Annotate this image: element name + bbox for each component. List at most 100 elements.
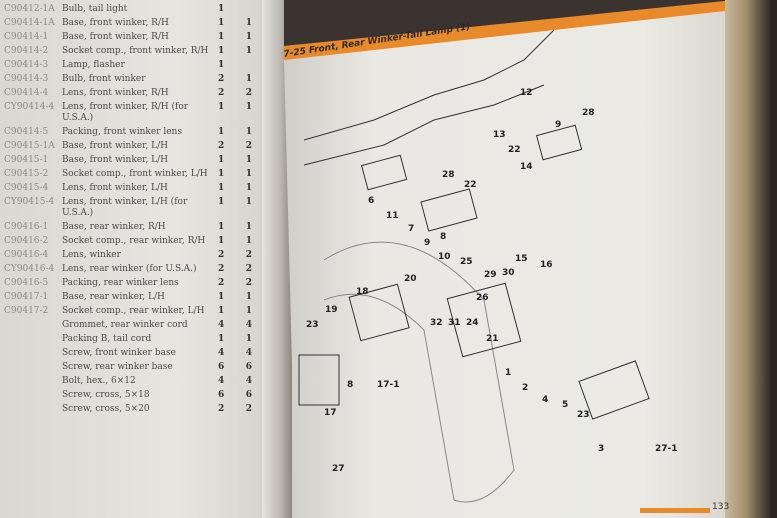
quantity-1: 1 xyxy=(218,169,225,179)
part-description: Lens, front winker, R/H (for U.S.A.) xyxy=(62,102,189,123)
quantity-2: 2 xyxy=(245,404,252,414)
quantity-2: 1 xyxy=(245,18,252,28)
quantity-2: 1 xyxy=(245,236,252,246)
part-number: C90414-1 xyxy=(4,32,49,42)
part-number: C90414-3 xyxy=(4,60,49,70)
callout-number: 9 xyxy=(424,238,431,248)
part-row: C90414-5 Packing, front winker lens 1 1 xyxy=(4,127,258,138)
callout-number: 2 xyxy=(522,383,529,393)
callout-number: 11 xyxy=(386,211,399,221)
quantity-1: 2 xyxy=(218,88,225,98)
quantity-1: 6 xyxy=(218,362,225,372)
part-number: C90416-4 xyxy=(4,250,49,260)
page-edges xyxy=(725,0,777,518)
part-description: Base, front winker, R/H xyxy=(62,32,169,42)
quantity-2: 1 xyxy=(245,32,252,42)
quantity-2: 2 xyxy=(245,141,252,151)
callout-number: 6 xyxy=(368,196,375,206)
license-bracket xyxy=(446,282,522,358)
front-winker-left xyxy=(360,154,408,191)
quantity-1: 1 xyxy=(218,292,225,302)
callout-number: 28 xyxy=(582,108,595,118)
quantity-1: 1 xyxy=(218,127,225,137)
callout-number: 22 xyxy=(508,145,521,155)
part-quantity: 1 xyxy=(218,4,258,15)
exploded-diagram xyxy=(298,29,650,503)
quantity-1: 2 xyxy=(218,141,225,151)
part-description: Base, rear winker, L/H xyxy=(62,292,165,302)
quantity-1: 1 xyxy=(218,102,225,112)
quantity-1: 2 xyxy=(218,74,225,84)
part-number: C90415-1A xyxy=(4,141,55,151)
callout-number: 5 xyxy=(562,400,569,410)
rear-winker-left xyxy=(348,283,410,342)
quantity-1: 2 xyxy=(218,278,225,288)
callout-number: 16 xyxy=(540,260,553,270)
handlebar-outline xyxy=(303,29,555,166)
part-number: C90414-4 xyxy=(4,88,49,98)
callout-number: 10 xyxy=(438,252,451,262)
part-number: C90414-2 xyxy=(4,46,49,56)
part-number: C90416-2 xyxy=(4,236,49,246)
part-number: C90415-1 xyxy=(4,155,49,165)
quantity-1: 6 xyxy=(218,390,225,400)
quantity-2: 1 xyxy=(245,197,252,207)
callout-number: 15 xyxy=(515,254,528,264)
part-number: C90412-1A xyxy=(4,4,55,14)
callout-number: 19 xyxy=(325,305,338,315)
quantity-1: 1 xyxy=(218,236,225,246)
quantity-2: 1 xyxy=(245,74,252,84)
quantity-1: 1 xyxy=(218,4,225,14)
part-description: Bolt, hex., 6×12 xyxy=(62,376,136,386)
quantity-1: 1 xyxy=(218,306,225,316)
tail-lamp xyxy=(578,360,650,420)
quantity-2: 1 xyxy=(245,46,252,56)
right-page xyxy=(284,0,734,518)
part-description: Screw, cross, 5×20 xyxy=(62,404,150,414)
quantity-2: 1 xyxy=(245,306,252,316)
quantity-2: 4 xyxy=(245,320,252,330)
part-number: C90414-5 xyxy=(4,127,49,137)
callout-number: 30 xyxy=(502,268,515,278)
quantity-2: 1 xyxy=(245,127,252,137)
quantity-1: 2 xyxy=(218,264,225,274)
part-description: Socket comp., front winker, R/H xyxy=(62,46,209,56)
callout-number: 32 xyxy=(430,318,443,328)
quantity-1: 1 xyxy=(218,46,225,56)
callout-number: 17 xyxy=(324,408,337,418)
part-number: C90416-1 xyxy=(4,222,49,232)
quantity-2: 1 xyxy=(245,292,252,302)
part-description: Packing, front winker lens xyxy=(62,127,182,137)
